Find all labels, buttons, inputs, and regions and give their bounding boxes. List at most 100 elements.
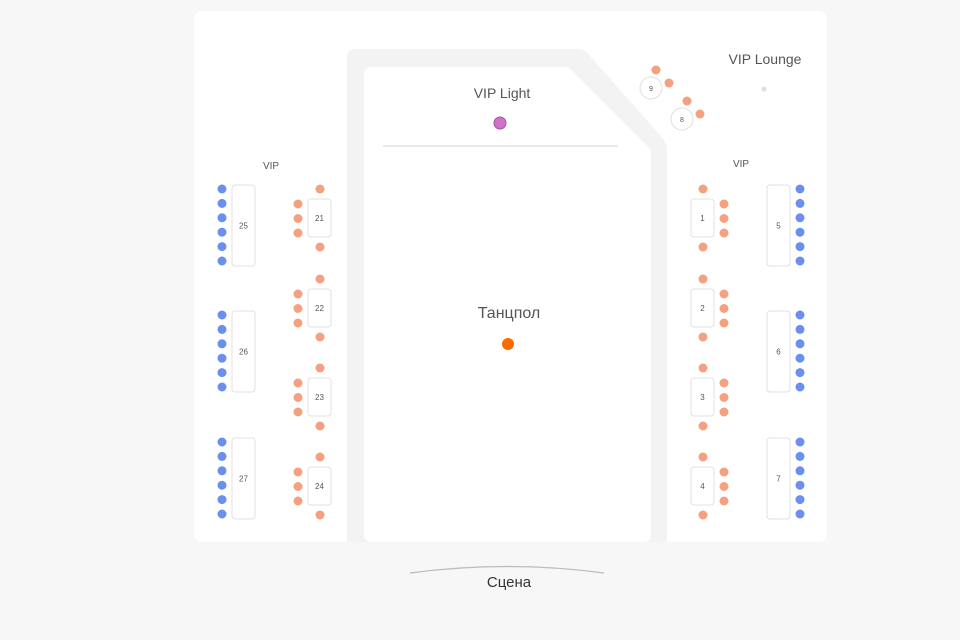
table-25[interactable]	[231, 184, 256, 267]
seat[interactable]	[217, 310, 227, 320]
table-7[interactable]	[766, 437, 791, 520]
seat[interactable]	[293, 496, 303, 506]
seat[interactable]	[315, 452, 325, 462]
seat[interactable]	[217, 480, 227, 490]
seat[interactable]	[719, 228, 729, 238]
seat[interactable]	[315, 332, 325, 342]
vip-lounge-marker[interactable]	[761, 86, 767, 92]
seat[interactable]	[293, 378, 303, 388]
table-21[interactable]	[307, 198, 332, 238]
seat[interactable]	[795, 256, 805, 266]
seat[interactable]	[217, 339, 227, 349]
table-24[interactable]	[307, 466, 332, 506]
seat[interactable]	[795, 310, 805, 320]
seat[interactable]	[217, 184, 227, 194]
table-26[interactable]	[231, 310, 256, 393]
seat[interactable]	[719, 467, 729, 477]
seat[interactable]	[293, 228, 303, 238]
seat[interactable]	[315, 510, 325, 520]
lounge-table-9[interactable]	[639, 76, 663, 100]
seat[interactable]	[698, 274, 708, 284]
seat[interactable]	[315, 274, 325, 284]
seat[interactable]	[719, 318, 729, 328]
seat[interactable]	[293, 318, 303, 328]
seat[interactable]	[315, 421, 325, 431]
seat[interactable]	[795, 451, 805, 461]
seat[interactable]	[217, 353, 227, 363]
seat[interactable]	[293, 289, 303, 299]
seat[interactable]	[795, 480, 805, 490]
dance-floor-marker[interactable]	[502, 338, 514, 350]
table-6[interactable]	[766, 310, 791, 393]
seat[interactable]	[293, 482, 303, 491]
seat[interactable]	[315, 242, 325, 252]
seat[interactable]	[698, 510, 708, 520]
table-23[interactable]	[307, 377, 332, 417]
seat[interactable]	[795, 242, 805, 252]
seat[interactable]	[719, 496, 729, 506]
seat[interactable]	[293, 467, 303, 477]
seat[interactable]	[293, 407, 303, 417]
seat[interactable]	[795, 198, 805, 208]
seat[interactable]	[795, 368, 805, 378]
seat[interactable]	[682, 96, 692, 106]
table-22[interactable]	[307, 288, 332, 328]
seat[interactable]	[719, 304, 729, 313]
seat[interactable]	[695, 109, 705, 119]
seat[interactable]	[698, 363, 708, 373]
seat[interactable]	[293, 393, 303, 402]
seat[interactable]	[664, 78, 674, 88]
seat[interactable]	[217, 368, 227, 378]
seat[interactable]	[698, 242, 708, 252]
seat[interactable]	[315, 363, 325, 373]
table-5[interactable]	[766, 184, 791, 267]
seat[interactable]	[719, 214, 729, 223]
seat[interactable]	[217, 256, 227, 266]
seat[interactable]	[795, 509, 805, 519]
table-2[interactable]	[690, 288, 715, 328]
seat[interactable]	[293, 214, 303, 223]
seat[interactable]	[315, 184, 325, 194]
seat[interactable]	[795, 324, 805, 334]
seat[interactable]	[795, 466, 805, 476]
seat[interactable]	[698, 184, 708, 194]
seat[interactable]	[795, 495, 805, 505]
seat[interactable]	[719, 289, 729, 299]
seat[interactable]	[217, 382, 227, 392]
seat[interactable]	[795, 213, 805, 223]
dance-floor[interactable]	[364, 67, 651, 542]
seat[interactable]	[217, 466, 227, 476]
seat[interactable]	[651, 65, 661, 75]
seat[interactable]	[217, 495, 227, 505]
seat[interactable]	[719, 199, 729, 209]
seat[interactable]	[719, 378, 729, 388]
seat[interactable]	[698, 421, 708, 431]
seat[interactable]	[719, 393, 729, 402]
seat[interactable]	[217, 509, 227, 519]
seat[interactable]	[795, 227, 805, 237]
seat[interactable]	[719, 407, 729, 417]
table-1[interactable]	[690, 198, 715, 238]
seat[interactable]	[795, 353, 805, 363]
seat[interactable]	[217, 227, 227, 237]
seat[interactable]	[217, 198, 227, 208]
seat[interactable]	[217, 213, 227, 223]
seat[interactable]	[217, 437, 227, 447]
seat[interactable]	[217, 242, 227, 252]
seat[interactable]	[217, 451, 227, 461]
seat[interactable]	[795, 437, 805, 447]
seat[interactable]	[719, 482, 729, 491]
seat[interactable]	[698, 332, 708, 342]
table-4[interactable]	[690, 466, 715, 506]
seat[interactable]	[293, 304, 303, 313]
lounge-table-8[interactable]	[670, 107, 694, 131]
seat[interactable]	[293, 199, 303, 209]
seat[interactable]	[795, 184, 805, 194]
seat[interactable]	[698, 452, 708, 462]
seat[interactable]	[795, 382, 805, 392]
table-3[interactable]	[690, 377, 715, 417]
seat[interactable]	[217, 324, 227, 334]
seat[interactable]	[795, 339, 805, 349]
vip-light-marker[interactable]	[493, 116, 507, 130]
table-27[interactable]	[231, 437, 256, 520]
